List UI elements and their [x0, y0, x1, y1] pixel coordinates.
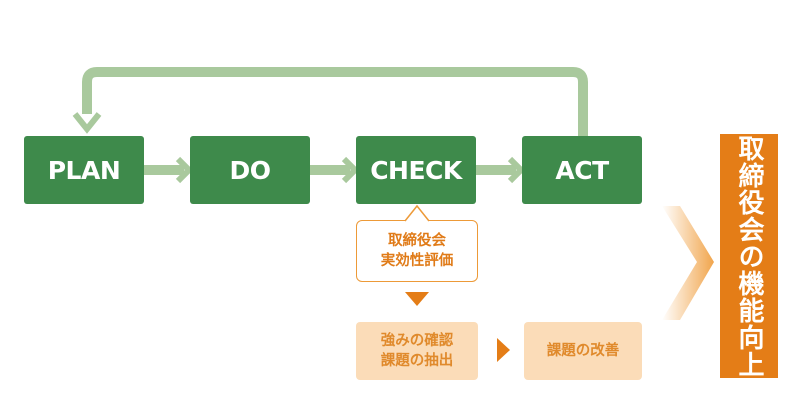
- act-label: ACT: [555, 155, 609, 185]
- feedback-loop-line: [82, 67, 588, 136]
- plan-box: PLAN: [24, 136, 144, 204]
- feedback-loop-arrowhead: [72, 112, 102, 134]
- callout-pointer: [404, 204, 430, 222]
- extraction-line-1: 強みの確認: [380, 333, 454, 349]
- do-label: DO: [229, 155, 271, 185]
- connector-check-act: [476, 156, 526, 184]
- extraction-box: 強みの確認 課題の抽出: [356, 322, 478, 380]
- do-box: DO: [190, 136, 310, 204]
- right-arrow: [497, 338, 510, 362]
- check-label: CHECK: [370, 155, 462, 185]
- result-box: 取締役会の機能向上: [720, 134, 778, 378]
- evaluation-callout: 取締役会 実効性評価: [356, 220, 478, 282]
- act-box: ACT: [522, 136, 642, 204]
- down-arrow: [405, 292, 429, 306]
- result-chevron: [662, 206, 714, 320]
- connector-do-check: [310, 156, 360, 184]
- callout-line-2: 実効性評価: [380, 253, 454, 269]
- callout-line-1: 取締役会: [388, 233, 446, 249]
- connector-plan-do: [144, 156, 194, 184]
- improvement-box: 課題の改善: [524, 322, 642, 380]
- result-label: 取締役会の機能向上: [734, 134, 764, 378]
- check-box: CHECK: [356, 136, 476, 204]
- extraction-line-2: 課題の抽出: [380, 353, 454, 369]
- plan-label: PLAN: [47, 155, 121, 185]
- improvement-label: 課題の改善: [546, 343, 620, 359]
